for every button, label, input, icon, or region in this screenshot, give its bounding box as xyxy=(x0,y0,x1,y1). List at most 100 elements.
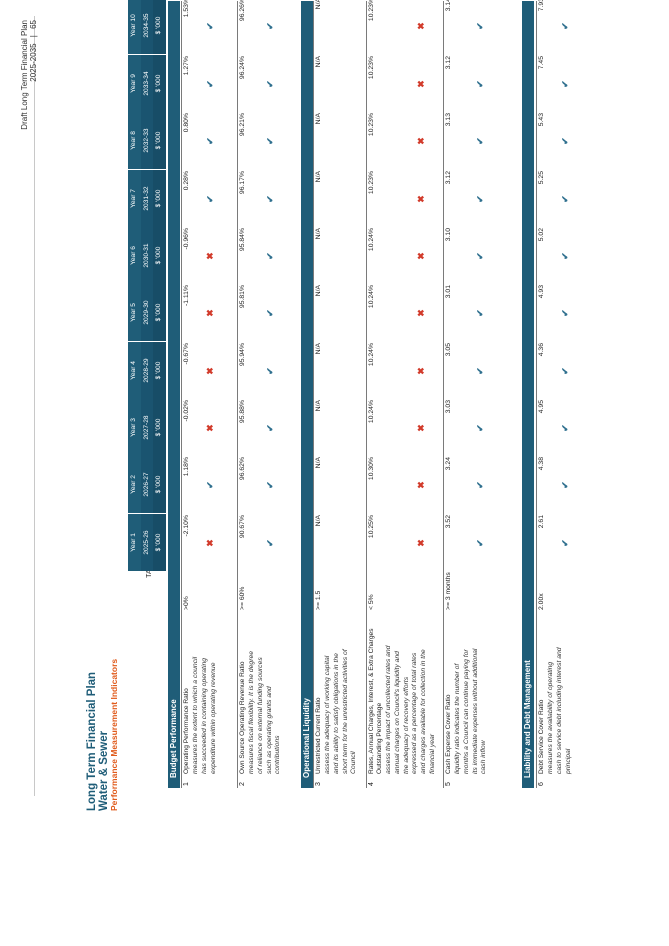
description-line: has succeeded in containing operating xyxy=(200,657,208,774)
year-value: 10.23% xyxy=(368,56,375,80)
year-value: N/A xyxy=(315,515,322,527)
cross-icon: ✖ xyxy=(416,252,426,260)
indicator-number: 1 xyxy=(183,782,190,786)
row-divider xyxy=(313,1,314,788)
year-label: Year 8 xyxy=(130,131,137,150)
year-value: 7.45 xyxy=(538,56,545,70)
check-icon: ✔ xyxy=(205,481,215,489)
footer-separator: | xyxy=(29,35,38,38)
year-value: 1.18% xyxy=(183,457,190,477)
year-unit: $ '000 xyxy=(153,112,166,169)
year-value: 4.93 xyxy=(538,285,545,299)
year-value: 3.03 xyxy=(445,400,452,414)
cross-icon: ✖ xyxy=(416,539,426,547)
year-period: 2025-26 xyxy=(140,514,153,571)
year-value: 0.80% xyxy=(183,113,190,133)
cross-icon: ✖ xyxy=(416,309,426,317)
check-icon: ✔ xyxy=(205,195,215,203)
check-icon: ✔ xyxy=(475,195,485,203)
year-value: 5.02 xyxy=(538,228,545,242)
description-line: months a Council can continue paying for xyxy=(462,649,470,774)
year-value: 95.84% xyxy=(239,228,246,252)
description-line: liquidity ratio indicates the number of xyxy=(454,663,461,774)
check-icon: ✔ xyxy=(265,22,275,30)
section-operational-liquidity: Operational Liquidity xyxy=(301,1,313,788)
description-line: measures the extent to which a council xyxy=(192,656,199,774)
year-value: 1.27% xyxy=(183,56,190,76)
check-icon: ✔ xyxy=(560,80,570,88)
check-icon: ✔ xyxy=(560,367,570,375)
description-line: of reliance on external funding sources xyxy=(256,657,264,774)
indicator-name: Unrestricted Current Ratio xyxy=(315,697,322,774)
description-line: short term for the unrestricted activiti… xyxy=(341,649,349,774)
year-unit: $ '000 xyxy=(153,399,166,456)
check-icon: ✔ xyxy=(265,137,275,145)
year-value: 3.13 xyxy=(445,113,452,127)
section-heading: Performance Measurement Indicators xyxy=(109,658,120,811)
check-icon: ✔ xyxy=(475,481,485,489)
check-icon: ✔ xyxy=(475,80,485,88)
check-icon: ✔ xyxy=(475,424,485,432)
year-value: N/A xyxy=(315,113,322,125)
cross-icon: ✖ xyxy=(416,424,426,432)
check-icon: ✔ xyxy=(265,252,275,260)
description-line: its immediate expenses without additiona… xyxy=(471,648,479,774)
page-footer: Draft Long Term Financial Plan 2025-2035… xyxy=(20,20,38,150)
year-period: 2030-31 xyxy=(140,227,153,284)
check-icon: ✔ xyxy=(265,80,275,88)
cross-icon: ✖ xyxy=(205,424,215,432)
description-line: principal xyxy=(564,748,572,774)
check-icon: ✔ xyxy=(265,424,275,432)
year-value: N/A xyxy=(315,171,322,183)
year-unit: $ '000 xyxy=(153,342,166,399)
year-value: -1.11% xyxy=(183,285,190,307)
check-icon: ✔ xyxy=(475,252,485,260)
year-value: 95.81% xyxy=(239,285,246,309)
year-label: Year 6 xyxy=(130,246,137,265)
description-line: expenditure within operating revenue xyxy=(209,662,217,774)
year-value: 4.95 xyxy=(538,400,545,414)
year-value: 95.88% xyxy=(239,400,246,424)
year-value: 3.05 xyxy=(445,343,452,357)
cross-icon: ✖ xyxy=(416,80,426,88)
check-icon: ✔ xyxy=(205,80,215,88)
year-value: N/A xyxy=(315,285,322,297)
row-divider xyxy=(536,1,537,788)
year-value: 10.23% xyxy=(368,113,375,137)
year-unit: $ '000 xyxy=(153,456,166,513)
check-icon: ✔ xyxy=(560,195,570,203)
description-line: measures the availability of operating xyxy=(547,661,554,774)
indicator-description: measures fiscal flexibility. It is the d… xyxy=(248,616,283,774)
year-value: -0.96% xyxy=(183,228,190,250)
year-value: 10.24% xyxy=(368,343,375,367)
year-value: 10.25% xyxy=(368,515,375,539)
year-value: -0.67% xyxy=(183,343,190,365)
cross-icon: ✖ xyxy=(416,481,426,489)
year-value: 3.14 xyxy=(445,0,452,12)
indicator-number: 6 xyxy=(538,782,545,786)
cross-icon: ✖ xyxy=(205,309,215,317)
year-value: 2.61 xyxy=(538,515,545,529)
indicator-name: Debt Service Cover Ratio xyxy=(538,699,545,774)
year-period: 2034-35 xyxy=(140,0,153,54)
year-value: 3.52 xyxy=(445,515,452,529)
report-header: Long Term Financial Plan Water & Sewer P… xyxy=(86,659,119,811)
indicator-number: 3 xyxy=(315,782,322,786)
year-value: 90.67% xyxy=(239,515,246,539)
description-line: the adequacy of recovery efforts xyxy=(402,676,410,774)
description-line: cash inflow xyxy=(480,740,488,774)
check-icon: ✔ xyxy=(265,195,275,203)
indicator-name: Own Source Operating Revenue Ratio xyxy=(239,661,246,774)
year-period: 2029-30 xyxy=(140,284,153,341)
year-value: 10.24% xyxy=(368,285,375,309)
section-liability-debt: Liability and Debt Management xyxy=(522,1,534,788)
year-period: 2032-33 xyxy=(140,112,153,169)
check-icon: ✔ xyxy=(475,22,485,30)
year-label: Year 4 xyxy=(130,361,137,380)
